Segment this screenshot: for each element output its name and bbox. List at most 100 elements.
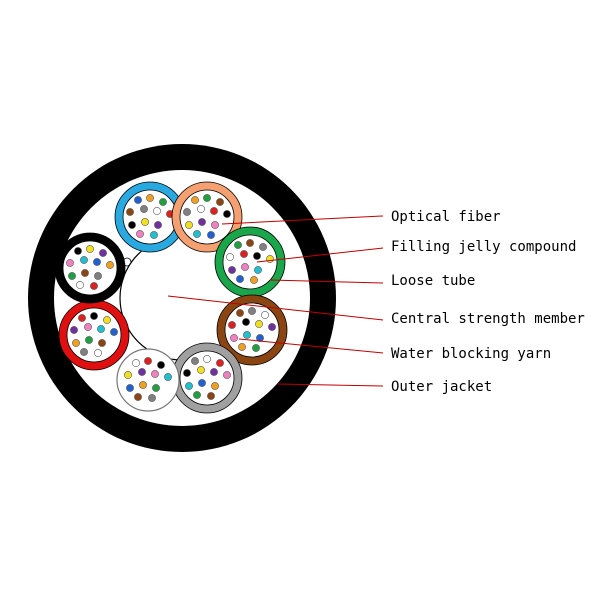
optical-fiber — [198, 379, 206, 387]
optical-fiber — [153, 207, 161, 215]
optical-fiber — [164, 373, 172, 381]
optical-fiber — [110, 328, 118, 336]
label-filling-jelly-compound: Filling jelly compound — [391, 239, 576, 255]
optical-fiber — [210, 207, 218, 215]
optical-fiber — [151, 370, 159, 378]
optical-fiber — [193, 391, 201, 399]
optical-fiber — [253, 252, 261, 260]
optical-fiber — [203, 194, 211, 202]
leader-water-blocking-yarn — [238, 338, 384, 354]
leader-outer-jacket — [277, 383, 384, 387]
optical-fiber — [236, 275, 244, 283]
optical-fiber — [90, 282, 98, 290]
optical-fiber — [210, 368, 218, 376]
optical-fiber — [81, 269, 89, 277]
optical-fiber — [72, 339, 80, 347]
optical-fiber — [85, 336, 93, 344]
optical-fiber — [84, 323, 92, 331]
optical-fiber — [228, 321, 236, 329]
optical-fiber — [252, 344, 260, 352]
optical-fiber — [98, 339, 106, 347]
loose-tube-black — [54, 232, 126, 304]
optical-fiber — [154, 221, 162, 229]
optical-fiber — [157, 361, 165, 369]
optical-fiber — [139, 381, 147, 389]
optical-fiber — [256, 334, 264, 342]
optical-fiber — [70, 326, 78, 334]
optical-fiber — [243, 331, 251, 339]
optical-fiber — [159, 198, 167, 206]
optical-fiber — [68, 272, 76, 280]
optical-fiber — [124, 371, 132, 379]
loose-tube-outline — [54, 232, 126, 304]
optical-fiber — [248, 307, 256, 315]
optical-fiber — [207, 231, 215, 239]
optical-fiber — [144, 357, 152, 365]
loose-tube-inner-outline — [179, 350, 235, 406]
optical-fiber — [240, 250, 248, 258]
optical-fiber — [66, 259, 74, 267]
optical-fiber — [80, 348, 88, 356]
loose-tube-inner-outline — [179, 189, 235, 245]
optical-fiber — [223, 371, 231, 379]
optical-fiber — [216, 359, 224, 367]
optical-fiber — [254, 266, 262, 274]
optical-fiber — [203, 355, 211, 363]
optical-fiber — [90, 312, 98, 320]
optical-fiber — [216, 198, 224, 206]
optical-fiber — [193, 230, 201, 238]
label-loose-tube: Loose tube — [391, 273, 475, 289]
loose-tube-inner-outline — [66, 307, 122, 363]
loose-tube-green — [214, 226, 286, 298]
optical-fiber — [246, 239, 254, 247]
optical-fiber — [242, 318, 250, 326]
optical-fiber — [86, 245, 94, 253]
optical-fiber — [140, 205, 148, 213]
callout-leaders — [167, 215, 384, 387]
label-optical-fiber: Optical fiber — [391, 209, 501, 225]
optical-fiber — [183, 369, 191, 377]
loose-tube-brown — [216, 294, 288, 366]
loose-tubes-group — [54, 181, 288, 414]
optical-fiber — [80, 256, 88, 264]
optical-fiber — [211, 382, 219, 390]
optical-fiber — [183, 208, 191, 216]
optical-fiber — [106, 261, 114, 269]
optical-fiber — [152, 384, 160, 392]
loose-tube-inner-outline — [222, 234, 278, 290]
optical-fiber — [76, 281, 84, 289]
optical-fiber — [234, 241, 242, 249]
optical-fiber — [136, 230, 144, 238]
label-central-strength-member: Central strength member — [391, 311, 585, 327]
optical-fiber — [103, 316, 111, 324]
optical-fiber — [146, 194, 154, 202]
loose-tube-inner-outline — [224, 302, 280, 358]
optical-fiber — [236, 309, 244, 317]
leader-optical-fiber — [221, 215, 384, 225]
optical-fiber — [238, 343, 246, 351]
optical-fiber — [223, 210, 231, 218]
label-water-blocking-yarn: Water blocking yarn — [391, 346, 551, 362]
optical-fiber — [241, 263, 249, 271]
optical-fiber — [191, 196, 199, 204]
optical-fiber — [148, 394, 156, 402]
optical-fiber — [197, 366, 205, 374]
optical-fiber — [226, 253, 234, 261]
optical-fiber — [191, 357, 199, 365]
optical-fiber — [207, 392, 215, 400]
loose-tube-red — [58, 299, 130, 371]
optical-fiber — [126, 384, 134, 392]
optical-fiber — [230, 334, 238, 342]
optical-fiber — [94, 349, 102, 357]
optical-fiber — [185, 382, 193, 390]
loose-tube-gray — [171, 342, 243, 414]
optical-fiber — [138, 368, 146, 376]
optical-fiber — [97, 325, 105, 333]
optical-fiber — [266, 255, 274, 263]
optical-fiber — [261, 311, 269, 319]
optical-fiber — [268, 323, 276, 331]
optical-fiber — [74, 247, 82, 255]
loose-tube-white — [116, 348, 180, 412]
optical-fiber — [134, 393, 142, 401]
